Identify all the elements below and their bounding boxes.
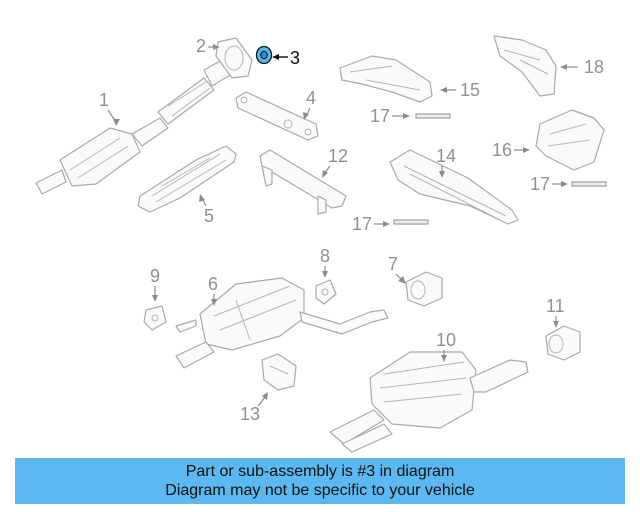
svg-text:15: 15 bbox=[460, 80, 480, 100]
svg-text:7: 7 bbox=[388, 254, 398, 274]
callout-17-c: 17 bbox=[530, 174, 568, 194]
part-13-bracket bbox=[261, 353, 297, 391]
svg-text:5: 5 bbox=[204, 206, 214, 226]
callout-6: 6 bbox=[208, 274, 218, 306]
part-15-heat-shield bbox=[339, 55, 433, 103]
part-10-center-muffler bbox=[329, 351, 529, 453]
svg-text:17: 17 bbox=[370, 106, 390, 126]
callout-12: 12 bbox=[322, 146, 348, 178]
callout-1: 1 bbox=[99, 90, 120, 126]
svg-text:1: 1 bbox=[99, 90, 109, 110]
callout-11: 11 bbox=[546, 296, 565, 328]
part-17-clip-a bbox=[415, 113, 451, 119]
svg-text:14: 14 bbox=[436, 146, 456, 166]
part-8-hanger bbox=[315, 279, 337, 305]
callout-17-b: 17 bbox=[352, 214, 390, 234]
callout-15: 15 bbox=[440, 80, 480, 100]
svg-text:4: 4 bbox=[306, 88, 316, 108]
part-9-hanger bbox=[143, 305, 167, 331]
callout-18: 18 bbox=[560, 57, 604, 77]
part-3-nut-highlighted bbox=[255, 45, 273, 65]
banner-line-1: Part or sub-assembly is #3 in diagram bbox=[185, 463, 455, 480]
svg-text:13: 13 bbox=[240, 404, 260, 424]
part-5-heat-shield bbox=[137, 145, 237, 213]
svg-text:10: 10 bbox=[436, 330, 456, 350]
svg-text:6: 6 bbox=[208, 274, 218, 294]
info-banner: Part or sub-assembly is #3 in diagram Di… bbox=[15, 458, 625, 504]
part-16-heat-shield bbox=[535, 109, 605, 171]
exhaust-parts-diagram: 1 2 3 4 5 6 7 8 9 10 bbox=[35, 35, 607, 453]
banner-line-2: Diagram may not be specific to your vehi… bbox=[165, 482, 475, 499]
svg-text:2: 2 bbox=[196, 36, 206, 56]
part-4-bracket bbox=[235, 91, 319, 141]
part-2-gasket bbox=[215, 37, 253, 79]
svg-text:11: 11 bbox=[546, 296, 565, 316]
part-17-clip-b bbox=[393, 219, 429, 225]
part-17-clip-c bbox=[571, 181, 607, 187]
callout-8: 8 bbox=[320, 246, 330, 278]
part-6-rear-muffler bbox=[175, 277, 389, 369]
callout-14: 14 bbox=[436, 146, 456, 178]
callout-7: 7 bbox=[388, 254, 406, 284]
part-18-heat-shield bbox=[493, 35, 557, 97]
callout-10: 10 bbox=[436, 330, 456, 362]
part-11-clamp bbox=[545, 325, 581, 361]
callout-5: 5 bbox=[199, 194, 214, 226]
callout-16: 16 bbox=[492, 140, 530, 160]
svg-text:12: 12 bbox=[328, 146, 348, 166]
callout-17-a: 17 bbox=[370, 106, 410, 126]
part-7-clamp bbox=[405, 271, 443, 307]
svg-text:17: 17 bbox=[530, 174, 550, 194]
part-12-bracket bbox=[259, 149, 347, 215]
callout-4: 4 bbox=[303, 88, 316, 120]
svg-text:16: 16 bbox=[492, 140, 512, 160]
svg-text:9: 9 bbox=[150, 266, 160, 286]
svg-text:18: 18 bbox=[584, 57, 604, 77]
svg-text:17: 17 bbox=[352, 214, 372, 234]
svg-text:8: 8 bbox=[320, 246, 330, 266]
callout-9: 9 bbox=[150, 266, 160, 302]
callout-2: 2 bbox=[196, 36, 220, 56]
svg-text:3: 3 bbox=[290, 48, 300, 68]
callout-13: 13 bbox=[240, 392, 268, 424]
callout-3: 3 bbox=[272, 48, 300, 68]
part-14-tunnel-shield bbox=[389, 149, 519, 225]
